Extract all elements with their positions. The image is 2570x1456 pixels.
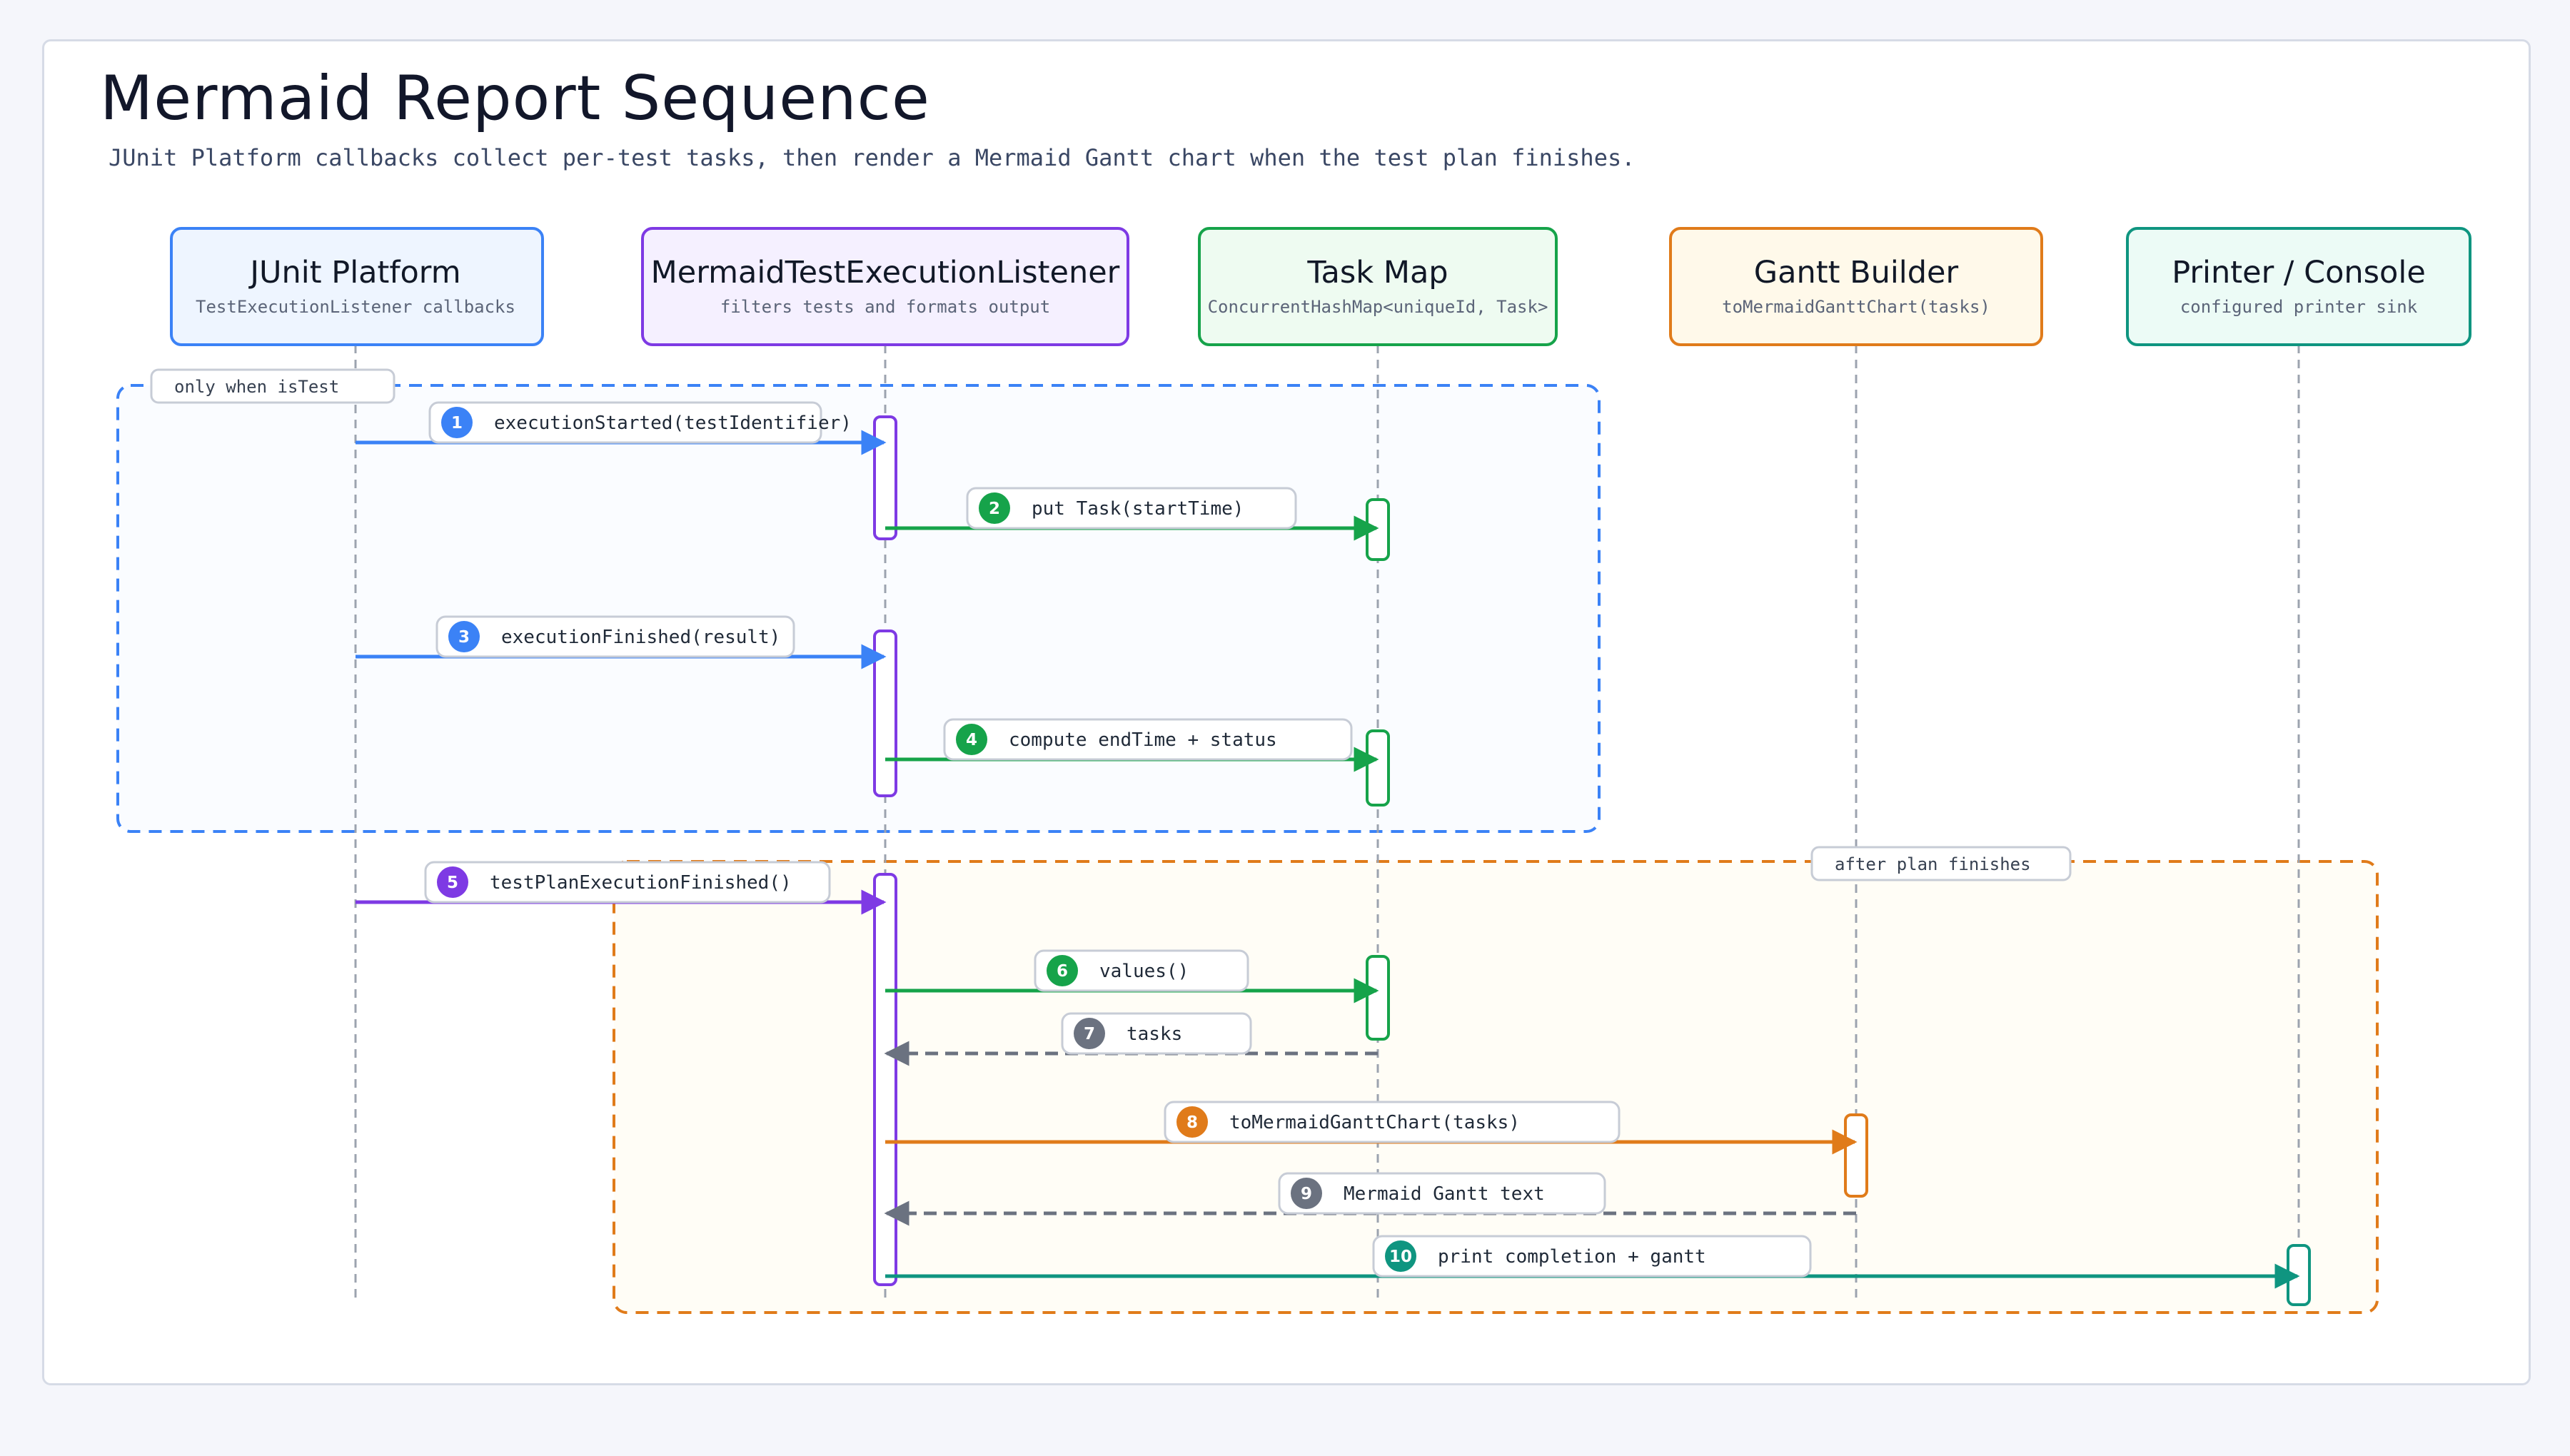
message-number: 7 <box>1084 1025 1095 1043</box>
participant-box-gantt <box>1669 227 2043 346</box>
message-label: print completion + gantt <box>1438 1246 1706 1268</box>
page-subtitle: JUnit Platform callbacks collect per-tes… <box>109 144 1636 171</box>
message-number-badge <box>448 621 480 652</box>
message-label-box <box>966 487 1297 530</box>
group-label: only when isTest <box>174 377 339 397</box>
message-number: 5 <box>447 874 458 892</box>
message-number: 6 <box>1057 962 1068 981</box>
message-label-box <box>435 615 795 658</box>
message-number: 1 <box>451 414 463 433</box>
message-label-box <box>1061 1012 1252 1055</box>
message-number-badge <box>441 407 473 438</box>
participant-subtitle: toMermaidGanttChart(tasks) <box>1722 297 1990 317</box>
participant-title: Task Map <box>1306 255 1448 290</box>
participant-subtitle: ConcurrentHashMap<uniqueId, Task> <box>1208 297 1548 317</box>
message-number-badge <box>979 492 1010 524</box>
activation-listener <box>873 873 897 1286</box>
message-number-badge <box>1047 955 1078 986</box>
message-label-box <box>1278 1172 1606 1215</box>
activation-taskmap <box>1366 729 1390 807</box>
group-label: after plan finishes <box>1835 854 2031 874</box>
participant-box-printer <box>2126 227 2471 346</box>
message-number-badge <box>1074 1018 1105 1049</box>
participant-title: Gantt Builder <box>1754 255 1959 290</box>
message-number-badge <box>956 724 987 755</box>
participant-box-listener <box>641 227 1129 346</box>
activation-gantt <box>1844 1113 1868 1198</box>
message-label: values() <box>1099 961 1189 982</box>
participant-box-junit <box>170 227 544 346</box>
message-number-badge <box>1385 1240 1416 1272</box>
message-number-badge <box>1291 1178 1322 1209</box>
message-label-box <box>943 718 1353 761</box>
group-tag <box>1810 846 2072 881</box>
message-label: executionFinished(result) <box>501 627 780 648</box>
message-label: testPlanExecutionFinished() <box>490 872 792 894</box>
message-label: compute endTime + status <box>1009 729 1277 751</box>
message-label-box <box>428 401 822 444</box>
message-label: tasks <box>1127 1023 1182 1045</box>
message-number-badge <box>1176 1106 1208 1138</box>
message-label-box <box>424 861 831 904</box>
message-number-badge <box>437 866 468 898</box>
message-label-box <box>1372 1235 1812 1278</box>
message-label: toMermaidGanttChart(tasks) <box>1229 1112 1520 1133</box>
activation-listener <box>873 415 897 540</box>
activation-listener <box>873 630 897 797</box>
group-tag <box>150 368 395 404</box>
message-number: 8 <box>1186 1113 1198 1132</box>
message-number: 10 <box>1389 1248 1412 1266</box>
message-label: put Task(startTime) <box>1032 498 1244 520</box>
message-label-box <box>1034 949 1249 992</box>
page-title: Mermaid Report Sequence <box>100 63 930 134</box>
message-number: 3 <box>458 628 470 647</box>
participant-title: MermaidTestExecutionListener <box>651 255 1120 290</box>
message-label: executionStarted(testIdentifier) <box>494 413 852 434</box>
message-number: 9 <box>1301 1185 1312 1203</box>
message-label: Mermaid Gantt text <box>1344 1183 1545 1205</box>
participant-title: JUnit Platform <box>248 255 460 290</box>
participant-subtitle: TestExecutionListener callbacks <box>196 297 515 317</box>
participant-subtitle: configured printer sink <box>2180 297 2418 317</box>
participant-subtitle: filters tests and formats output <box>720 297 1050 317</box>
participant-box-taskmap <box>1198 227 1558 346</box>
message-number: 4 <box>966 731 977 749</box>
message-number: 2 <box>989 500 1000 518</box>
activation-taskmap <box>1366 955 1390 1041</box>
participant-title: Printer / Console <box>2172 255 2426 290</box>
message-label-box <box>1164 1101 1621 1143</box>
